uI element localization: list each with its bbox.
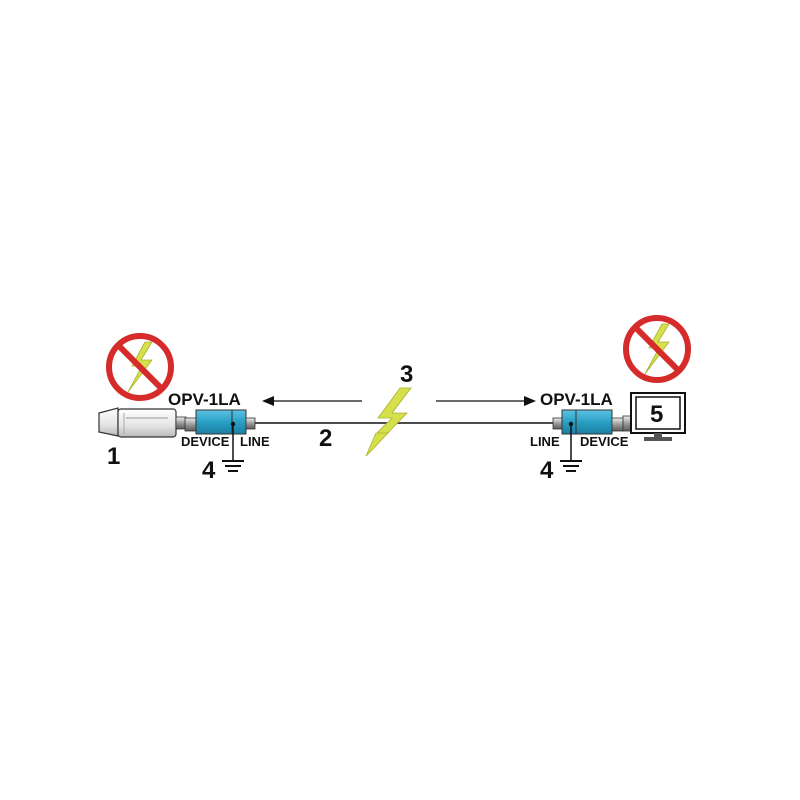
left-unit-line-port-label: LINE (240, 434, 270, 449)
right-unit-line-port-label: LINE (530, 434, 560, 449)
arrow-to-right-unit (436, 396, 536, 406)
cable-number: 2 (319, 425, 332, 452)
monitor-number: 5 (650, 401, 663, 428)
camera-number: 1 (107, 443, 120, 470)
ground-icon (222, 424, 244, 472)
right-protector-unit (552, 409, 632, 435)
surge-number: 3 (400, 361, 413, 388)
left-protector-unit (184, 409, 256, 435)
no-lightning-sign-icon (623, 315, 691, 383)
ground-icon (560, 424, 582, 472)
lightning-icon (365, 387, 412, 457)
no-lightning-sign-icon (106, 333, 174, 401)
right-unit-device-port-label: DEVICE (580, 434, 629, 449)
monitor-icon (630, 392, 686, 441)
arrow-to-left-unit (262, 396, 362, 406)
right-unit-model-label: OPV-1LA (540, 390, 613, 409)
left-unit-model-label: OPV-1LA (168, 390, 241, 409)
camera-icon (98, 407, 187, 438)
left-ground-number: 4 (202, 457, 216, 484)
right-ground-number: 4 (540, 457, 554, 484)
left-unit-device-port-label: DEVICE (181, 434, 230, 449)
